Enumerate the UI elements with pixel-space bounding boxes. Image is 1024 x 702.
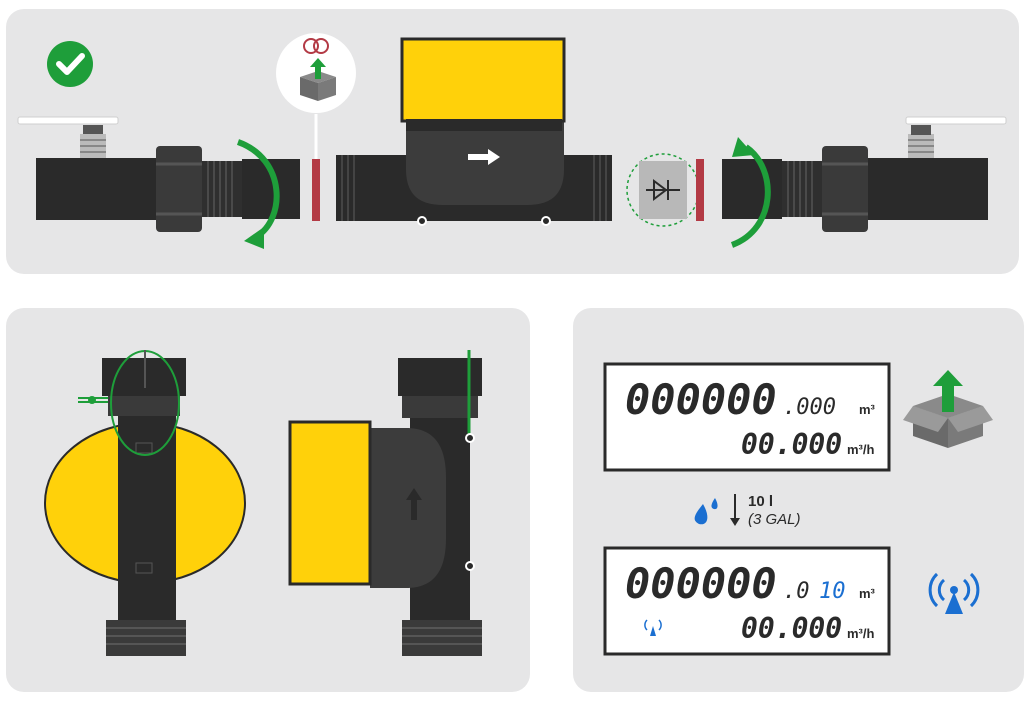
display-panel: 000000 .000 m³ 00.000 m³/h (573, 308, 1024, 692)
left-ball-valve (17, 116, 156, 220)
flow-arrow-icon (468, 149, 500, 165)
lcd-bottom-unit: m³ (859, 586, 876, 601)
pulse-volume: 10 l (748, 493, 773, 510)
gasket-right (696, 159, 704, 221)
right-tailpiece (722, 159, 822, 219)
gasket-left (312, 159, 320, 221)
lcd-bottom-decimals: .0 (783, 579, 810, 604)
seal-rings-icon (303, 38, 329, 54)
left-tailpiece (202, 159, 300, 219)
lcd-top-flow: 00.000 (741, 428, 842, 461)
orientation-panel (6, 308, 530, 692)
unbox-icon (300, 58, 336, 101)
lcd-display-top: 000000 .000 m³ 00.000 m³/h (603, 362, 891, 472)
lcd-bottom-reading: 000000 (625, 559, 777, 608)
check-circle-icon (47, 41, 93, 87)
lcd-top-flow-unit: m³/h (847, 442, 875, 457)
lcd-top-decimals: .000 (783, 395, 836, 420)
right-ball-valve (868, 116, 1007, 220)
orientation-diagram (44, 350, 482, 656)
check-valve-icon (626, 153, 700, 227)
lcd-display-bottom: 000000 .0 10 m³ 00.000 m³/h (603, 546, 891, 656)
flow-arrow-up-icon (406, 488, 422, 520)
meter-front-view (44, 350, 246, 656)
lcd-top-unit: m³ (859, 402, 876, 417)
display-diagram: 000000 .000 m³ 00.000 m³/h (603, 362, 993, 656)
rotate-arrow-left (236, 139, 280, 249)
installation-panel (6, 9, 1019, 274)
right-union-nut (822, 146, 868, 232)
unbox-seal-callout (276, 33, 356, 113)
water-drops-icon (694, 498, 718, 525)
unbox-icon (903, 370, 993, 448)
pulse-info: 10 l (3 GAL) (694, 493, 801, 528)
lcd-bottom-flow: 00.000 (741, 612, 842, 645)
lcd-bottom-flow-unit: m³/h (847, 626, 875, 641)
radio-antenna-icon (928, 572, 980, 614)
meter-side-view (288, 350, 482, 656)
lcd-bottom-decimals-highlight: 10 (819, 579, 846, 604)
rotate-arrow-right (730, 137, 771, 248)
pulse-volume-alt: (3 GAL) (748, 511, 801, 528)
water-meter (336, 37, 612, 226)
lcd-top-reading: 000000 (625, 375, 777, 424)
radio-small-icon (644, 619, 662, 636)
installation-diagram (17, 33, 1007, 249)
left-union-nut (156, 146, 202, 232)
down-arrow-icon (730, 494, 740, 526)
